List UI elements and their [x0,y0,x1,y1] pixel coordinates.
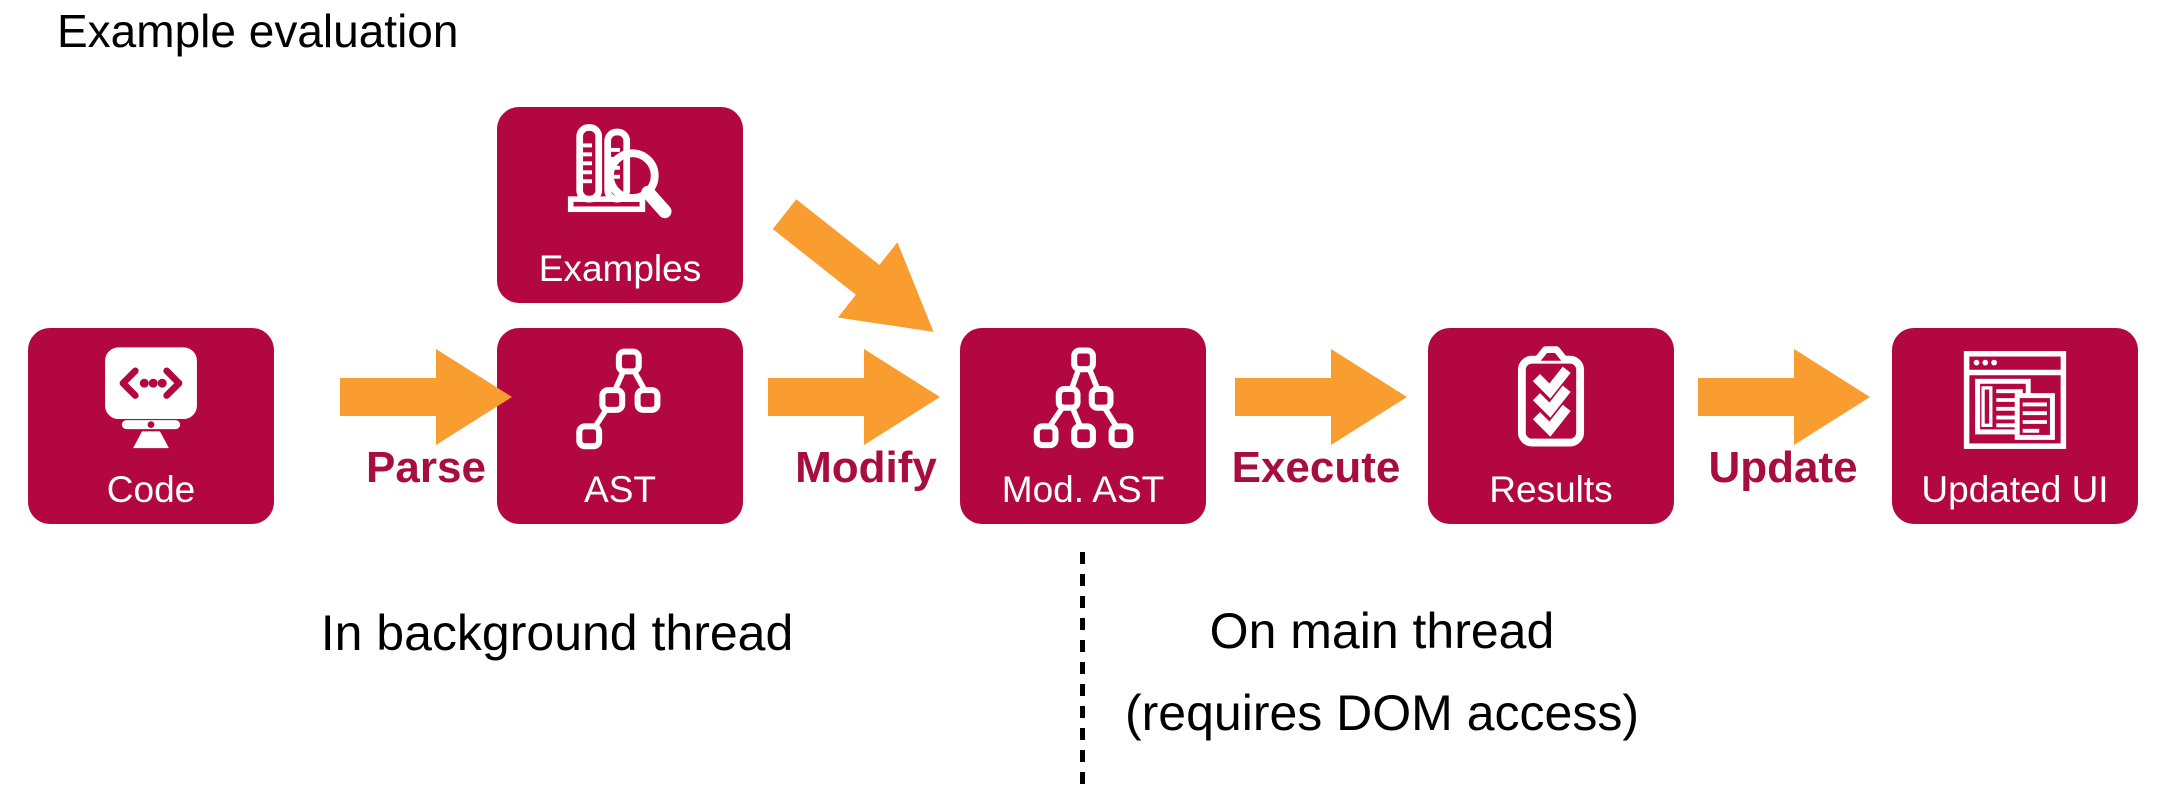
test-tubes-magnifier-icon [497,107,743,250]
update-label: Update [1708,443,1858,492]
execute-label: Execute [1231,443,1401,492]
background-thread-label: In background thread [320,605,794,661]
arrow-parse-icon [340,349,512,445]
node-label: Mod. AST [1001,469,1165,511]
parse-label: Parse [366,443,486,492]
node-label: Examples [538,248,702,290]
main-thread-line2: (requires DOM access) [1125,685,1639,741]
node-label: Code [106,469,196,511]
monitor-code-icon [28,328,274,471]
diagram-title: Example evaluation [57,5,459,57]
arrow-update-icon [1698,349,1870,445]
syntax-tree-icon [497,328,743,471]
node-label: Updated UI [1921,469,2109,511]
clipboard-checks-icon [1428,328,1674,471]
browser-window-icon [1892,328,2138,471]
modify-label: Modify [795,443,937,492]
arrow-execute-icon [1235,349,1407,445]
node-updated-ui: Updated UI [1892,328,2138,524]
node-label: AST [584,469,656,511]
node-code: Code [28,328,274,524]
thread-boundary-dashed-line [1080,552,1085,784]
expanded-syntax-tree-icon [960,328,1206,471]
node-ast: AST [497,328,743,524]
arrow-examples-to-mod-ast-icon [754,176,964,370]
main-thread-line1: On main thread [1209,603,1555,659]
node-examples: Examples [497,107,743,303]
main-thread-label: On main thread (requires DOM access) [1125,590,1639,754]
arrow-modify-icon [768,349,940,445]
node-results: Results [1428,328,1674,524]
node-label: Results [1489,469,1613,511]
node-mod-ast: Mod. AST [960,328,1206,524]
